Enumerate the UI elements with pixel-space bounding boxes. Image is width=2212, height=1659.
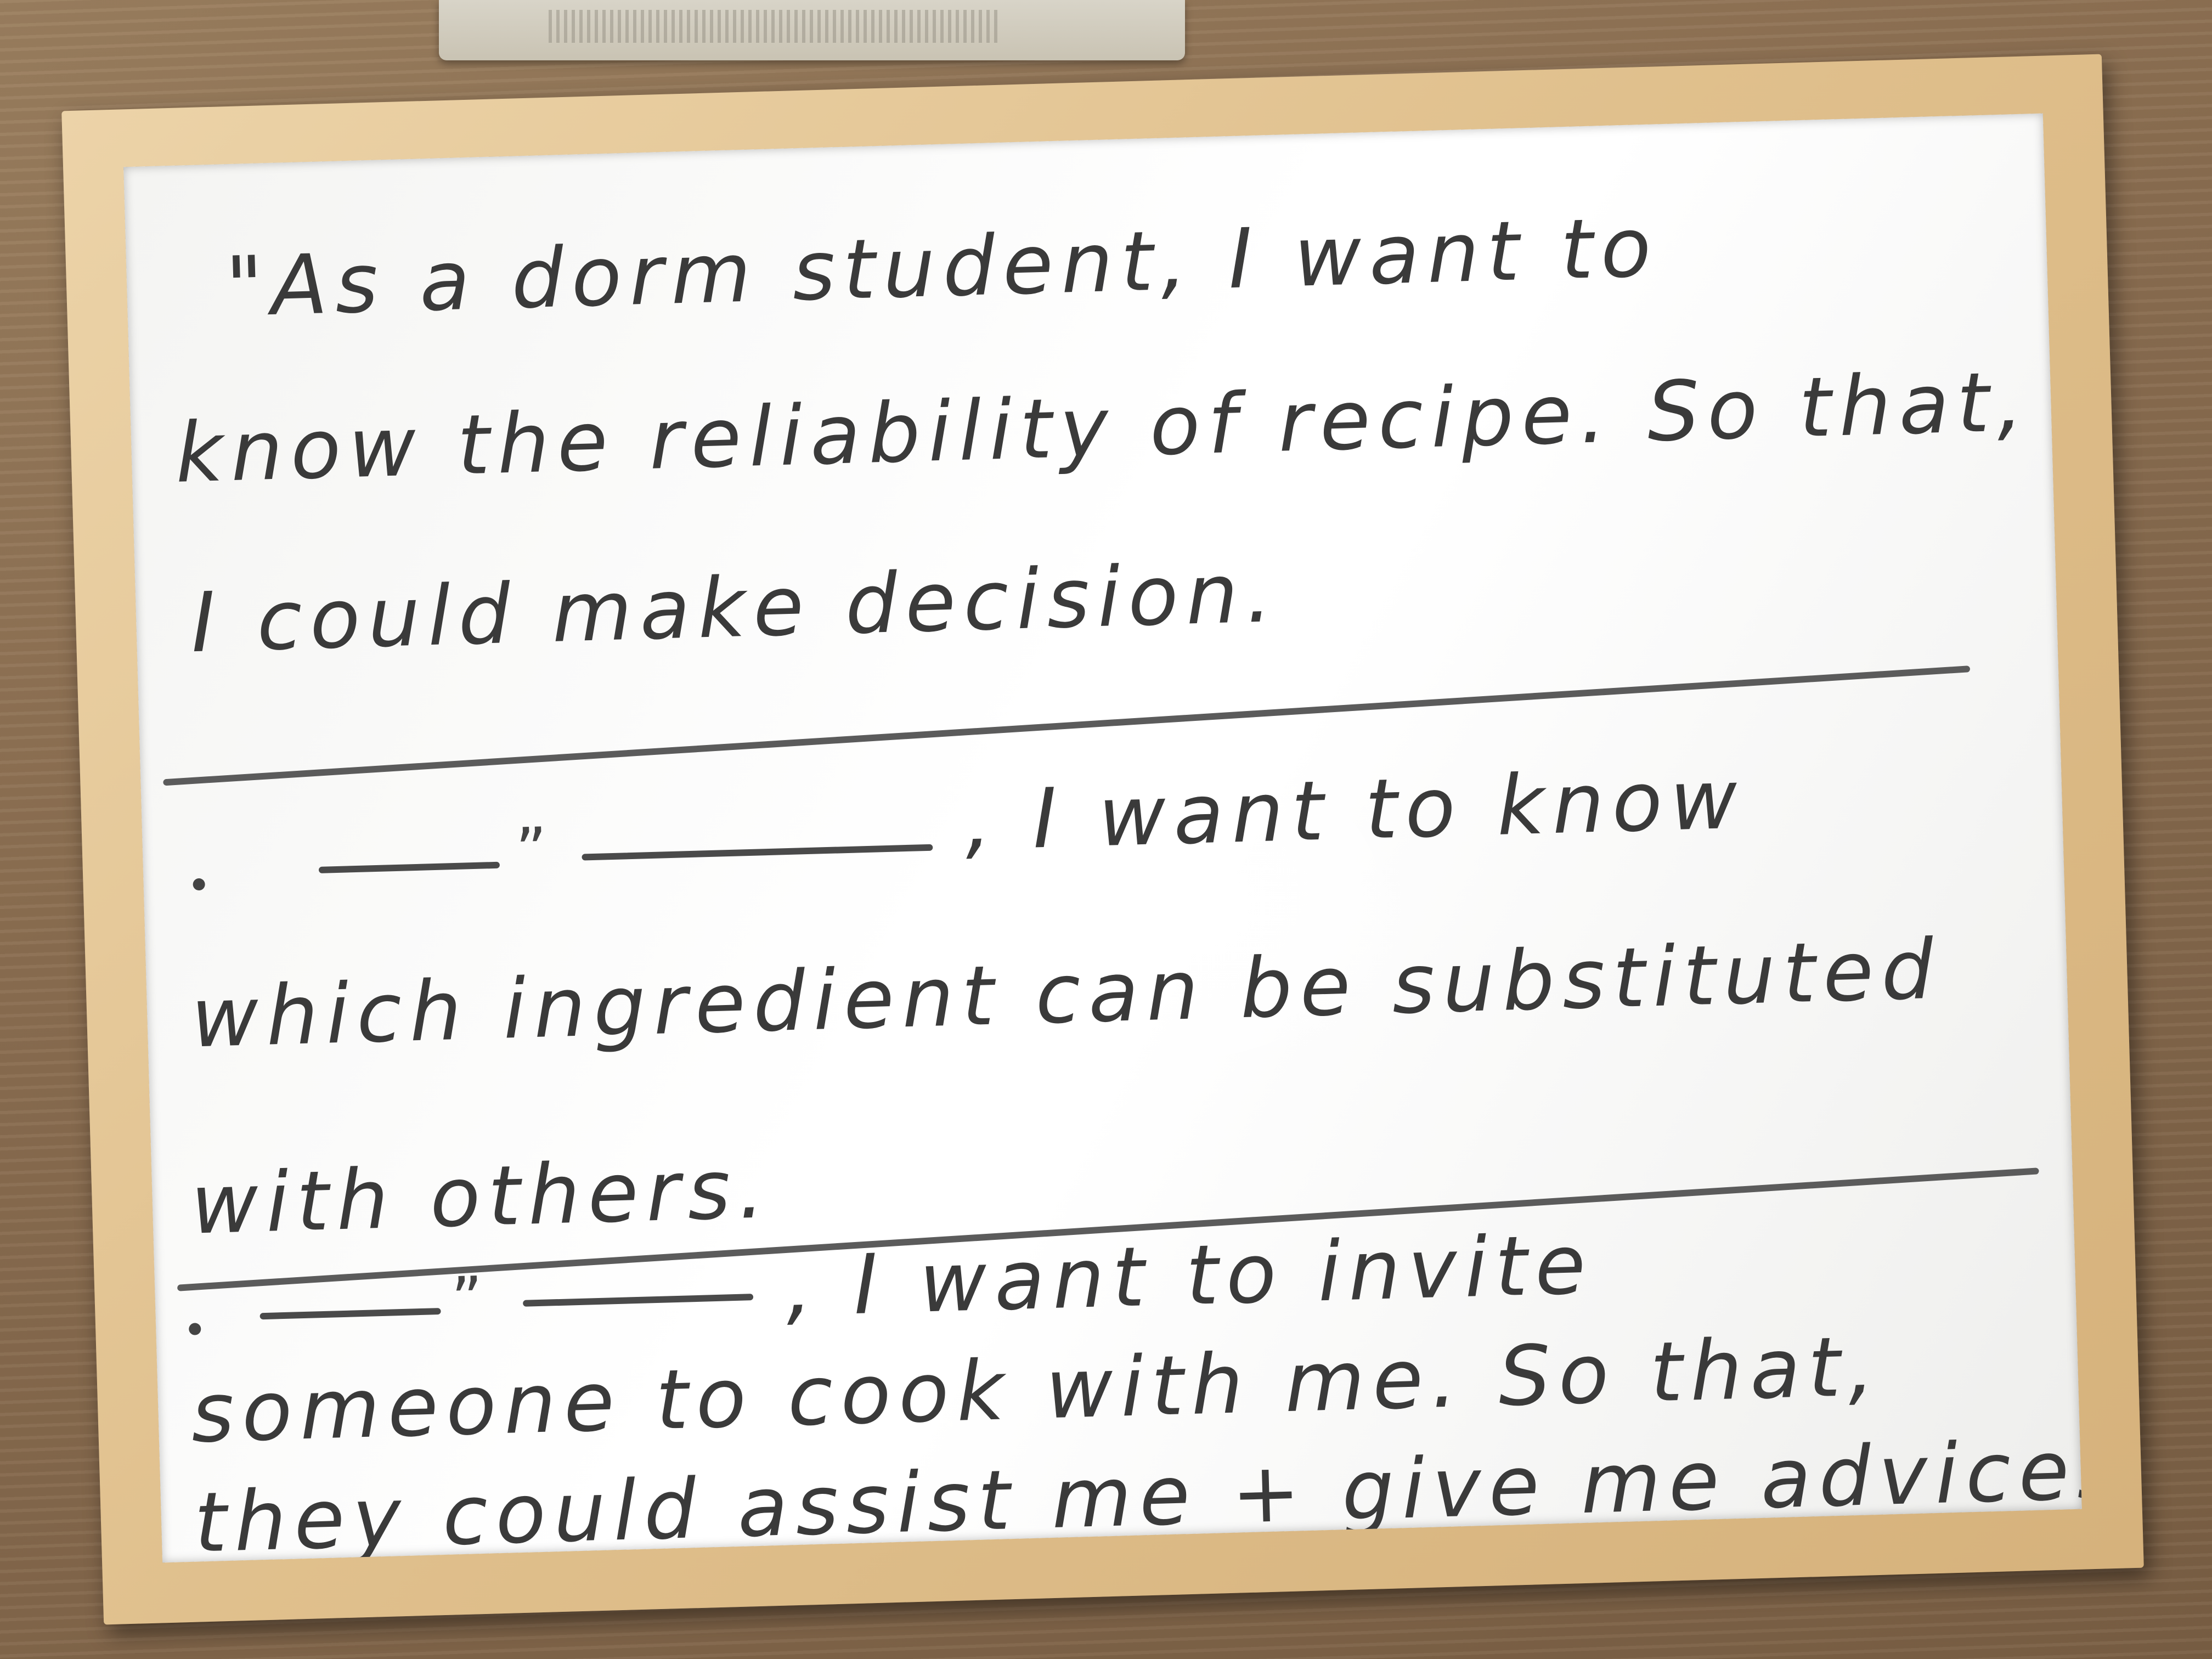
story2-ditto-mark: ” xyxy=(515,814,548,885)
story3-blank-dash-2 xyxy=(523,1294,754,1307)
story2-line3: with others. xyxy=(189,1141,774,1253)
box-on-desk xyxy=(439,0,1185,60)
story2-blank-dash-1 xyxy=(318,861,500,873)
story1-line3: I could make decision. xyxy=(189,545,1281,672)
story2-line2: which ingredient can be substituted xyxy=(190,922,1943,1066)
story1-line1: "As a dorm student, I want to xyxy=(224,200,1660,336)
story2-blank-dash-2 xyxy=(582,844,933,861)
story3-blank-dash-1 xyxy=(259,1308,441,1320)
whiteboard: "As a dorm student, I want to know the r… xyxy=(123,113,2082,1563)
story2-bullet xyxy=(193,878,205,891)
story3-line1: , I want to invite xyxy=(785,1217,1595,1335)
story3-bullet xyxy=(188,1323,201,1335)
story1-line2: know the reliability of recipe. So that, xyxy=(174,354,2032,501)
story2-line1: , I want to know xyxy=(963,752,1746,869)
box-label xyxy=(549,10,998,43)
story3-ditto-mark: ” xyxy=(450,1263,484,1335)
whiteboard-frame: "As a dorm student, I want to know the r… xyxy=(61,54,2144,1625)
